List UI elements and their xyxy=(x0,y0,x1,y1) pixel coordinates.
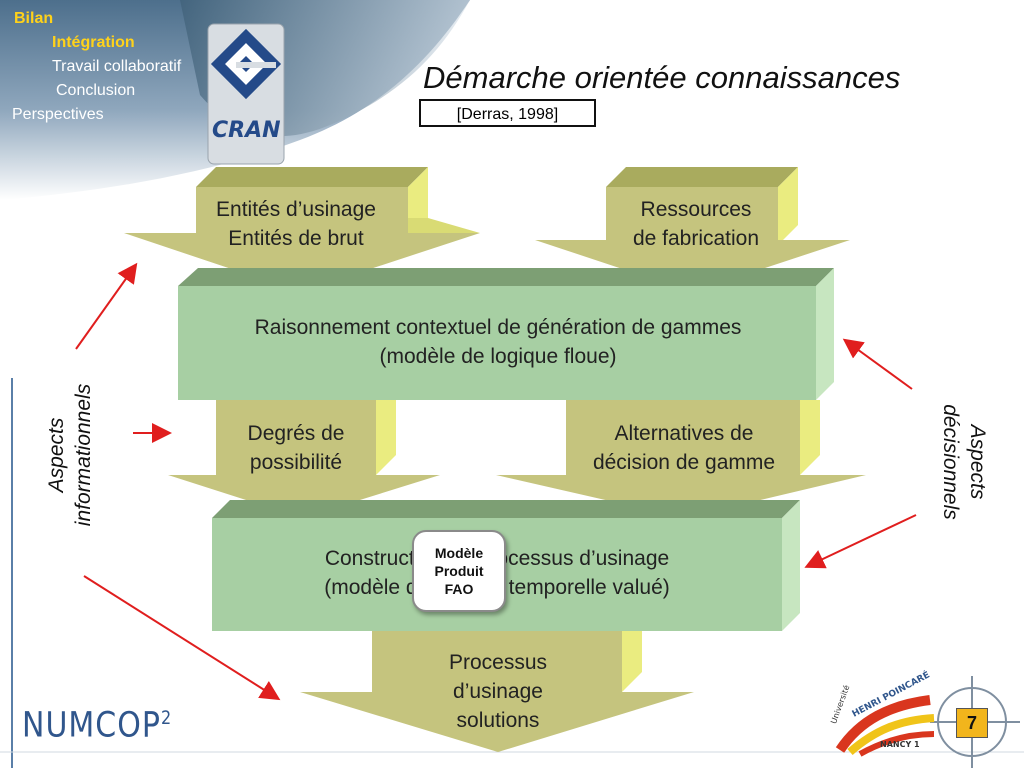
reference-box: [Derras, 1998] xyxy=(419,99,596,127)
henri-poincare-logo xyxy=(835,695,935,757)
mid-right-line-2: décision de gamme xyxy=(592,451,776,474)
mid-left-line-1: Degrés de xyxy=(247,422,345,445)
numcop-logo-sup: 2 xyxy=(160,706,173,729)
mid-arrow-right xyxy=(496,400,866,518)
reasoning-box xyxy=(178,268,834,400)
nav-item-integration[interactable]: Intégration xyxy=(52,34,135,51)
input-arrow-right xyxy=(535,167,850,292)
cran-logo-text: CRAN xyxy=(212,118,281,143)
side-left-line-1: Aspects xyxy=(45,417,68,493)
mid-right-label: Alternatives de décision de gamme xyxy=(554,419,814,477)
nav-item-conclusion[interactable]: Conclusion xyxy=(56,82,136,99)
side-right-line-1: Aspects xyxy=(966,424,989,500)
page-number: 7 xyxy=(956,708,988,738)
mid-right-line-1: Alternatives de xyxy=(614,422,754,445)
input-arrow-left xyxy=(124,167,480,292)
nav-item-bilan[interactable]: Bilan xyxy=(14,10,54,27)
output-arrow xyxy=(300,631,694,752)
mid-arrow-left xyxy=(168,400,440,518)
mid-left-label: Degrés de possibilité xyxy=(206,419,386,477)
numcop-logo-text: NUMCOP xyxy=(22,705,161,746)
input-left-line-1: Entités d’usinage xyxy=(216,198,376,221)
reasoning-line-1: Raisonnement contextuel de génération de… xyxy=(254,316,742,339)
slide-title: Démarche orientée connaissances xyxy=(423,60,901,95)
side-label-decisional: Aspects décisionnels xyxy=(937,382,991,542)
output-line-2: d’usinage xyxy=(453,680,543,703)
side-label-informational: Aspects informationnels xyxy=(43,375,97,535)
input-right-line-1: Ressources xyxy=(640,198,752,221)
page-number-text: 7 xyxy=(966,713,977,733)
side-right-line-2: décisionnels xyxy=(939,404,962,520)
product-model-badge: Modèle Produit FAO xyxy=(412,530,506,612)
badge-line-1: Modèle xyxy=(434,545,484,561)
mid-left-line-2: possibilité xyxy=(249,451,343,474)
nav-item-travail-collaboratif[interactable]: Travail collaboratif xyxy=(52,58,182,75)
input-left-label: Entités d’usinage Entités de brut xyxy=(196,195,396,253)
input-left-line-2: Entités de brut xyxy=(228,227,364,250)
reasoning-box-label: Raisonnement contextuel de génération de… xyxy=(178,313,818,371)
input-right-label: Ressources de fabrication xyxy=(596,195,796,253)
reasoning-line-2: (modèle de logique floue) xyxy=(379,345,617,368)
badge-line-2: Produit xyxy=(434,563,484,579)
output-line-1: Processus xyxy=(448,651,548,674)
cran-logo xyxy=(207,23,285,165)
hp-logo-city: NANCY 1 xyxy=(880,740,920,749)
output-label: Processus d’usinage solutions xyxy=(398,648,598,735)
numcop-logo: NUMCOP2 xyxy=(22,705,172,745)
badge-line-3: FAO xyxy=(444,581,474,597)
side-left-line-2: informationnels xyxy=(72,383,95,527)
input-right-line-2: de fabrication xyxy=(632,227,760,250)
nav-item-perspectives[interactable]: Perspectives xyxy=(12,106,104,123)
output-line-3: solutions xyxy=(456,709,540,732)
